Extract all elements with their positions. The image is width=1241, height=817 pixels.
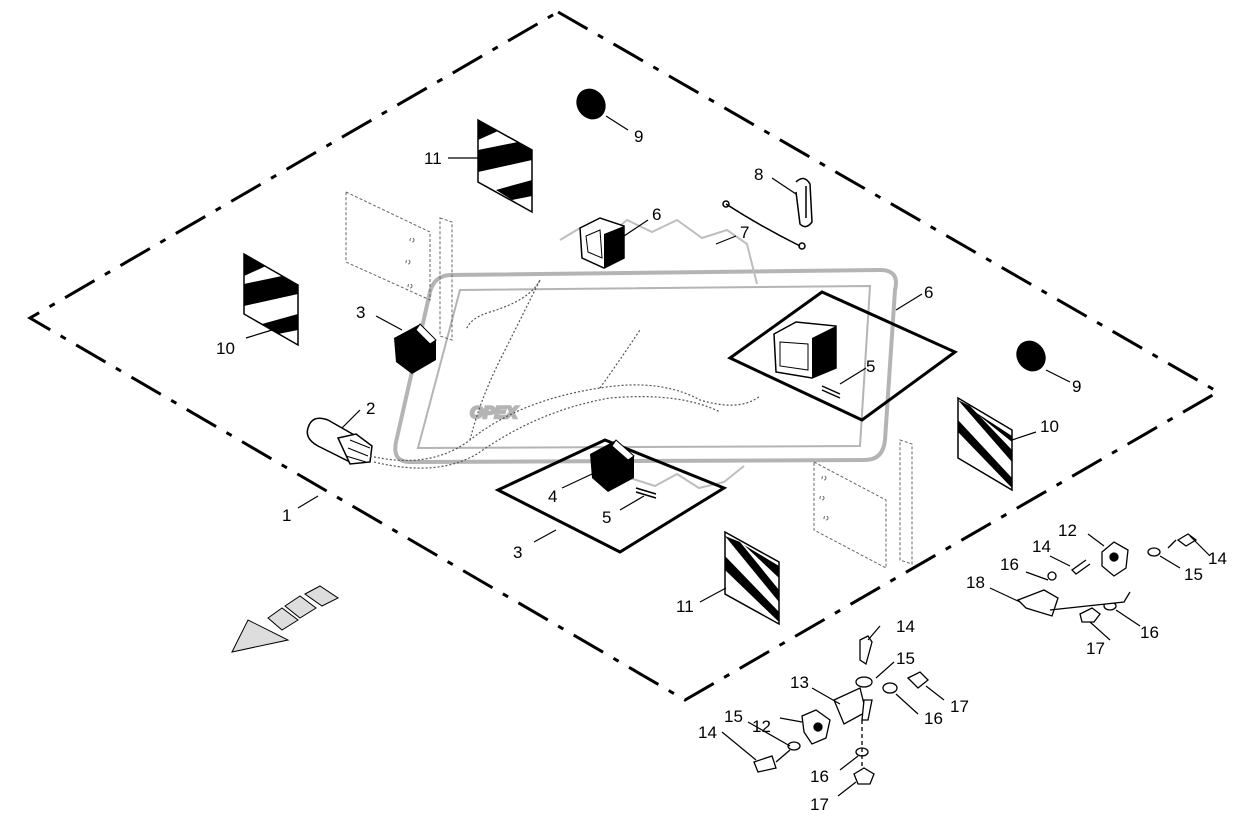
- callout-5-right: 5: [866, 357, 875, 376]
- callout-17-right: 17: [1086, 639, 1105, 658]
- subassembly-outline-4: [494, 438, 728, 554]
- wiring-harness: [369, 279, 761, 461]
- callout-9-top: 9: [634, 127, 643, 146]
- callout-6-right: 6: [924, 283, 933, 302]
- callout-13: 13: [790, 673, 809, 692]
- mounting-bracket-left: [345, 191, 453, 341]
- callout-15-bottom-top: 15: [896, 649, 915, 668]
- callout-11-top: 11: [424, 149, 442, 168]
- callout-7: 7: [740, 223, 749, 242]
- callout-9-right: 9: [1072, 377, 1081, 396]
- warning-plate-10-left: [243, 252, 299, 347]
- callout-14-right-a: 14: [1032, 537, 1051, 556]
- assembly-outline: [27, 10, 1222, 702]
- plug-connector-2: [306, 417, 373, 465]
- callout-12-bottom: 12: [752, 717, 771, 736]
- callout-1: 1: [282, 506, 291, 525]
- wiring-harness-2: [373, 279, 721, 469]
- tail-lamp-4: [590, 439, 635, 492]
- callout-5-lower: 5: [602, 508, 611, 527]
- callout-15-right: 15: [1184, 565, 1203, 584]
- round-reflector-9-top: [576, 88, 606, 120]
- work-lamp-6-top: [579, 217, 625, 269]
- callout-12-right: 12: [1058, 521, 1077, 540]
- direction-arrow: [231, 585, 339, 653]
- work-lamp-6-right: [773, 321, 837, 379]
- retaining-cable-7: [722, 200, 806, 250]
- callout-8: 8: [754, 165, 763, 184]
- callout-10-left: 10: [216, 339, 235, 358]
- callout-16-bottom-low: 16: [810, 767, 829, 786]
- callout-17-bottom-right: 17: [950, 697, 969, 716]
- hardware-group-right: [1016, 533, 1198, 623]
- callout-3-bottom: 3: [513, 543, 522, 562]
- mounting-bracket-right: [813, 439, 913, 569]
- callout-16-bottom-right: 16: [924, 709, 943, 728]
- callout-16-right-b: 16: [1140, 623, 1159, 642]
- callout-4: 4: [548, 487, 557, 506]
- callout-15-bottom-left: 15: [724, 707, 743, 726]
- callout-2: 2: [366, 399, 375, 418]
- callout-18: 18: [966, 573, 985, 592]
- leader-lines: [245, 115, 1211, 797]
- r-clip-8: [795, 177, 813, 228]
- watermark-text: OPEX: [470, 403, 519, 422]
- callout-14-bottom-top: 14: [896, 617, 915, 636]
- callout-11-bottom: 11: [676, 597, 694, 616]
- tail-lamp-3: [394, 323, 437, 374]
- callout-14-right-b: 14: [1208, 549, 1227, 568]
- callout-14-bottom-left: 14: [698, 723, 717, 742]
- callout-16-right-a: 16: [1000, 555, 1019, 574]
- callout-labels: 1 2 3 3 4 5 5 6 6 7 8 9 9 10 10 11 11 12…: [216, 127, 1227, 814]
- callout-17-bottom-low: 17: [810, 795, 829, 814]
- callout-3-top: 3: [356, 303, 365, 322]
- subassembly-outline-6: [727, 290, 958, 422]
- callout-6-top: 6: [652, 205, 661, 224]
- warning-plate-11-bottom: [724, 530, 780, 626]
- hardware-group-bottom: [753, 635, 929, 785]
- pin-5-right: [821, 385, 841, 399]
- callout-10-right: 10: [1040, 417, 1059, 436]
- round-reflector-9-right: [1016, 340, 1046, 372]
- warning-plate-10-right: [957, 396, 1013, 492]
- warning-plate-11-top: [477, 118, 533, 214]
- pin-5-lower: [635, 487, 657, 499]
